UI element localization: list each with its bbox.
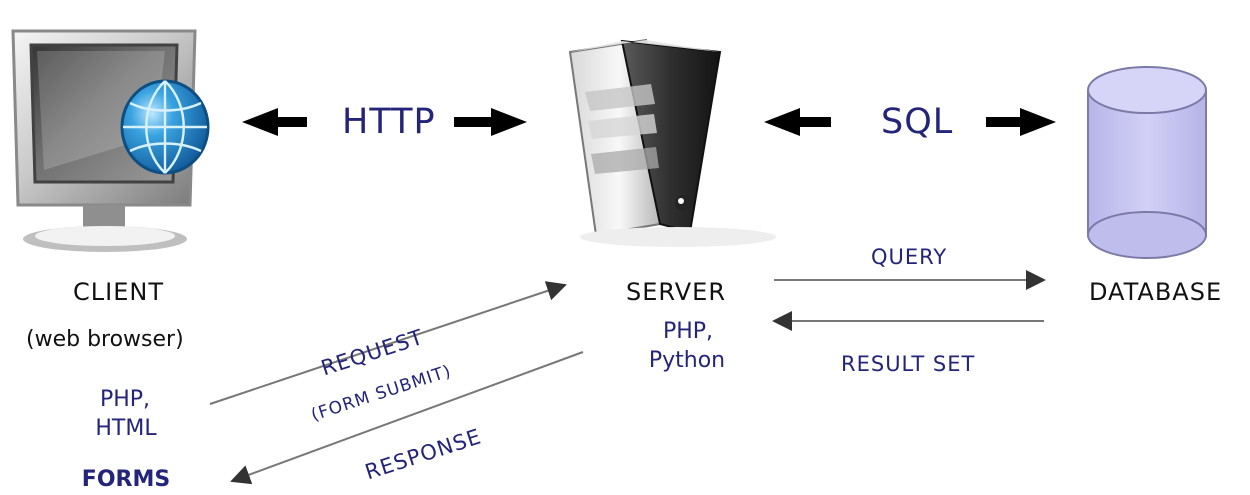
query-label: QUERY: [871, 245, 948, 269]
server-tower-icon: [568, 38, 776, 247]
client-title: CLIENT: [73, 278, 164, 306]
result-set-label: RESULT SET: [841, 352, 976, 376]
server-technologies-line-1: PHP,: [662, 319, 714, 344]
client-technologies-line-2: HTML: [95, 416, 157, 441]
response-flow-line: [230, 351, 584, 485]
database-title: DATABASE: [1089, 278, 1223, 306]
client-technologies-line-1: PHP,: [99, 387, 151, 412]
sql-right-arrow: [986, 108, 1056, 136]
database-cylinder-icon: [1087, 66, 1207, 259]
sql-label: SQL: [881, 102, 954, 142]
sql-left-arrow: [764, 108, 831, 136]
http-right-arrow: [454, 108, 527, 136]
http-left-arrow: [242, 108, 307, 136]
monitor-globe-icon: [11, 29, 210, 252]
server-title: SERVER: [626, 278, 727, 306]
http-label: HTTP: [342, 102, 436, 142]
client-subtitle: (web browser): [26, 327, 184, 352]
request-flow-line: [209, 281, 567, 405]
client-forms-label: FORMS: [81, 467, 171, 492]
server-technologies-line-2: Python: [648, 348, 726, 373]
